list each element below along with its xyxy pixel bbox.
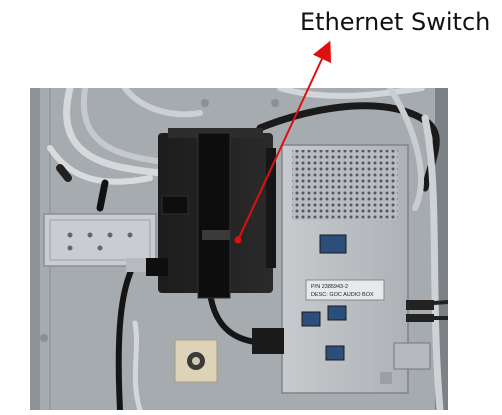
strap-buckle	[202, 230, 230, 240]
metal-bracket-left	[43, 213, 157, 272]
audio-box-label-line1: P/N 2385943-2	[311, 284, 348, 290]
equipment-photo-drawing: P/N 2385943-2 DESC: GOC AUDIO BOX	[30, 88, 448, 410]
silver-audio-box: P/N 2385943-2 DESC: GOC AUDIO BOX	[281, 144, 409, 394]
ethernet-switch-callout: Ethernet Switch	[300, 8, 491, 36]
audio-box-connector-3	[327, 305, 347, 321]
audio-box-connector-1	[319, 234, 347, 254]
cable-bundle	[47, 88, 444, 410]
connectors	[252, 300, 448, 370]
audio-box-connector-2	[301, 311, 321, 327]
black-ethernet-switch	[146, 128, 276, 299]
ventilation-grid	[292, 150, 398, 220]
label-plate	[305, 279, 385, 301]
arrow-line	[237, 40, 332, 241]
audio-box-connector-4	[325, 345, 345, 361]
panel-edge-left	[30, 88, 40, 410]
audio-box-label-line2: DESC: GOC AUDIO BOX	[311, 292, 374, 298]
equipment-photo: P/N 2385943-2 DESC: GOC AUDIO BOX	[30, 88, 448, 410]
beige-outlet-box	[174, 339, 218, 383]
arrow-origin-dot	[234, 236, 242, 244]
velcro-strap	[197, 132, 231, 299]
